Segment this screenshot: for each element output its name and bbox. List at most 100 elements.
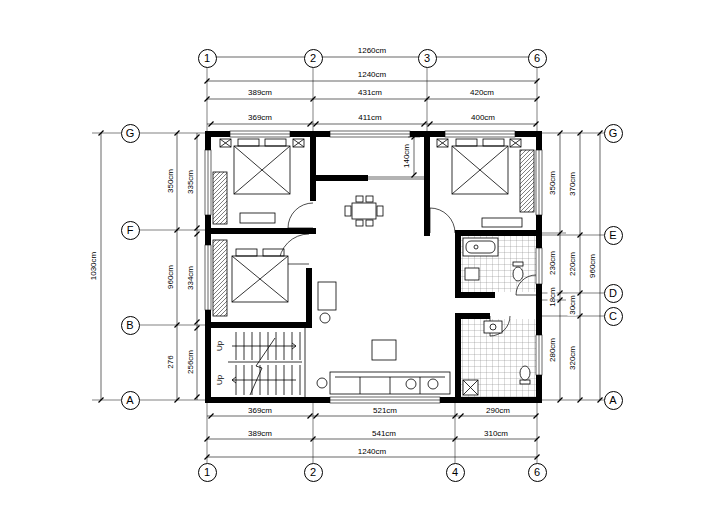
dimension-text: 1240cm [357,70,387,79]
dimension-lines-part [205,437,210,442]
grid-label: 3 [424,53,430,64]
dimension-text: 310cm [483,429,509,438]
grid-label: C [609,311,617,322]
dimension-lines-part [99,398,104,403]
dimension-text: 370cm [568,171,577,197]
dimension-lines-part [425,97,430,102]
dimension-lines-part [414,137,415,175]
dimension-text: 1240cm [357,447,387,456]
grid-bubble: 6 [528,463,547,482]
dimension-lines-part [175,398,180,403]
grid-bubble: A [604,391,623,410]
furniture-part [317,378,327,388]
grid-bubble: A [121,391,140,410]
grid-label: G [609,128,618,139]
grid-bubble: 4 [446,463,465,482]
dimension-text: 431cm [357,88,383,97]
grid-bubble: 2 [304,463,323,482]
dimension-text: 140cm [402,143,411,169]
dimension-text: 960cm [588,253,597,279]
dimension-lines-part [195,326,200,331]
dimension-lines-part [205,79,210,84]
grid-label: A [609,395,616,406]
dimension-lines-part [534,414,539,419]
furniture-part [293,139,304,147]
furniture-part [356,220,363,226]
dimension-text: 18cm [548,286,557,308]
dimension-lines-part [177,133,178,400]
furniture-part [377,206,383,216]
dimension-lines-part [578,131,583,136]
grid-bubble: 6 [528,49,547,68]
doors [279,203,536,336]
dimension-text: 400cm [470,113,496,122]
walls-part [306,268,312,328]
windows-part [330,397,440,403]
walls [205,131,542,403]
stair-direction: Up [215,374,224,386]
dimension-lines-part [598,398,603,403]
dimension-text: 334cm [186,265,195,291]
dimension-lines-part [175,323,180,328]
furniture-part [437,139,448,147]
furniture-part [428,379,438,389]
furniture-part [220,139,231,147]
grid-bubble: E [604,226,623,245]
dimension-lines-part [197,133,198,400]
furniture-part [474,245,478,249]
furniture-part [513,262,523,266]
windows-part [208,245,209,310]
dimension-lines-part [558,298,563,303]
windows-part [368,177,424,179]
extension-lines [92,67,604,463]
furniture-part [437,139,448,147]
furniture-part [352,203,376,219]
furniture-part [234,146,290,194]
furniture-part [232,343,296,349]
dimension-lines-part [101,133,102,400]
dimension-lines-part [558,398,563,403]
furniture-part [452,146,508,194]
doors-part [430,208,455,233]
dimension-text: 389cm [247,429,273,438]
grid-label: 2 [310,53,316,64]
dimension-text: 320cm [568,345,577,371]
furniture-part [463,380,478,395]
furniture-part [463,238,498,256]
dimension-lines-part [207,439,537,440]
dimension-lines-part [207,124,537,125]
dimension-lines-part [459,414,464,419]
grid-label: G [126,128,135,139]
furniture-part [465,268,479,280]
dimension-text: 1260cm [357,46,387,55]
furniture-part [510,139,521,147]
dimension-text: 256cm [186,349,195,375]
dimension-lines-part [534,122,539,127]
dimension-text: 280cm [548,337,557,363]
furniture-part [463,380,478,395]
dimension-text: 276 [166,354,175,369]
dimension-lines-part [195,320,200,325]
dimension-text: 541cm [371,429,397,438]
windows-part [536,248,542,284]
grid-label: E [609,230,616,241]
dimension-lines-part [453,437,458,442]
extension-lines-part [542,400,604,401]
dimension-text: 1030cm [89,251,98,281]
furniture-part [240,213,275,223]
dimension-text: 960cm [166,264,175,290]
walls-part [205,131,542,137]
furniture-part [456,139,477,146]
dimension-lines-part [311,437,316,442]
dimension-lines-part [535,455,540,460]
extension-lines-part [92,400,121,401]
furniture-part [482,218,522,227]
furniture-part [520,150,534,212]
walls-part [310,131,316,201]
doors-part [288,203,313,228]
tile-floor-part [461,319,536,397]
grid-label: 2 [310,467,316,478]
dimension-lines-part [558,231,563,236]
furniture-part [318,282,336,310]
furniture-part [484,321,502,333]
